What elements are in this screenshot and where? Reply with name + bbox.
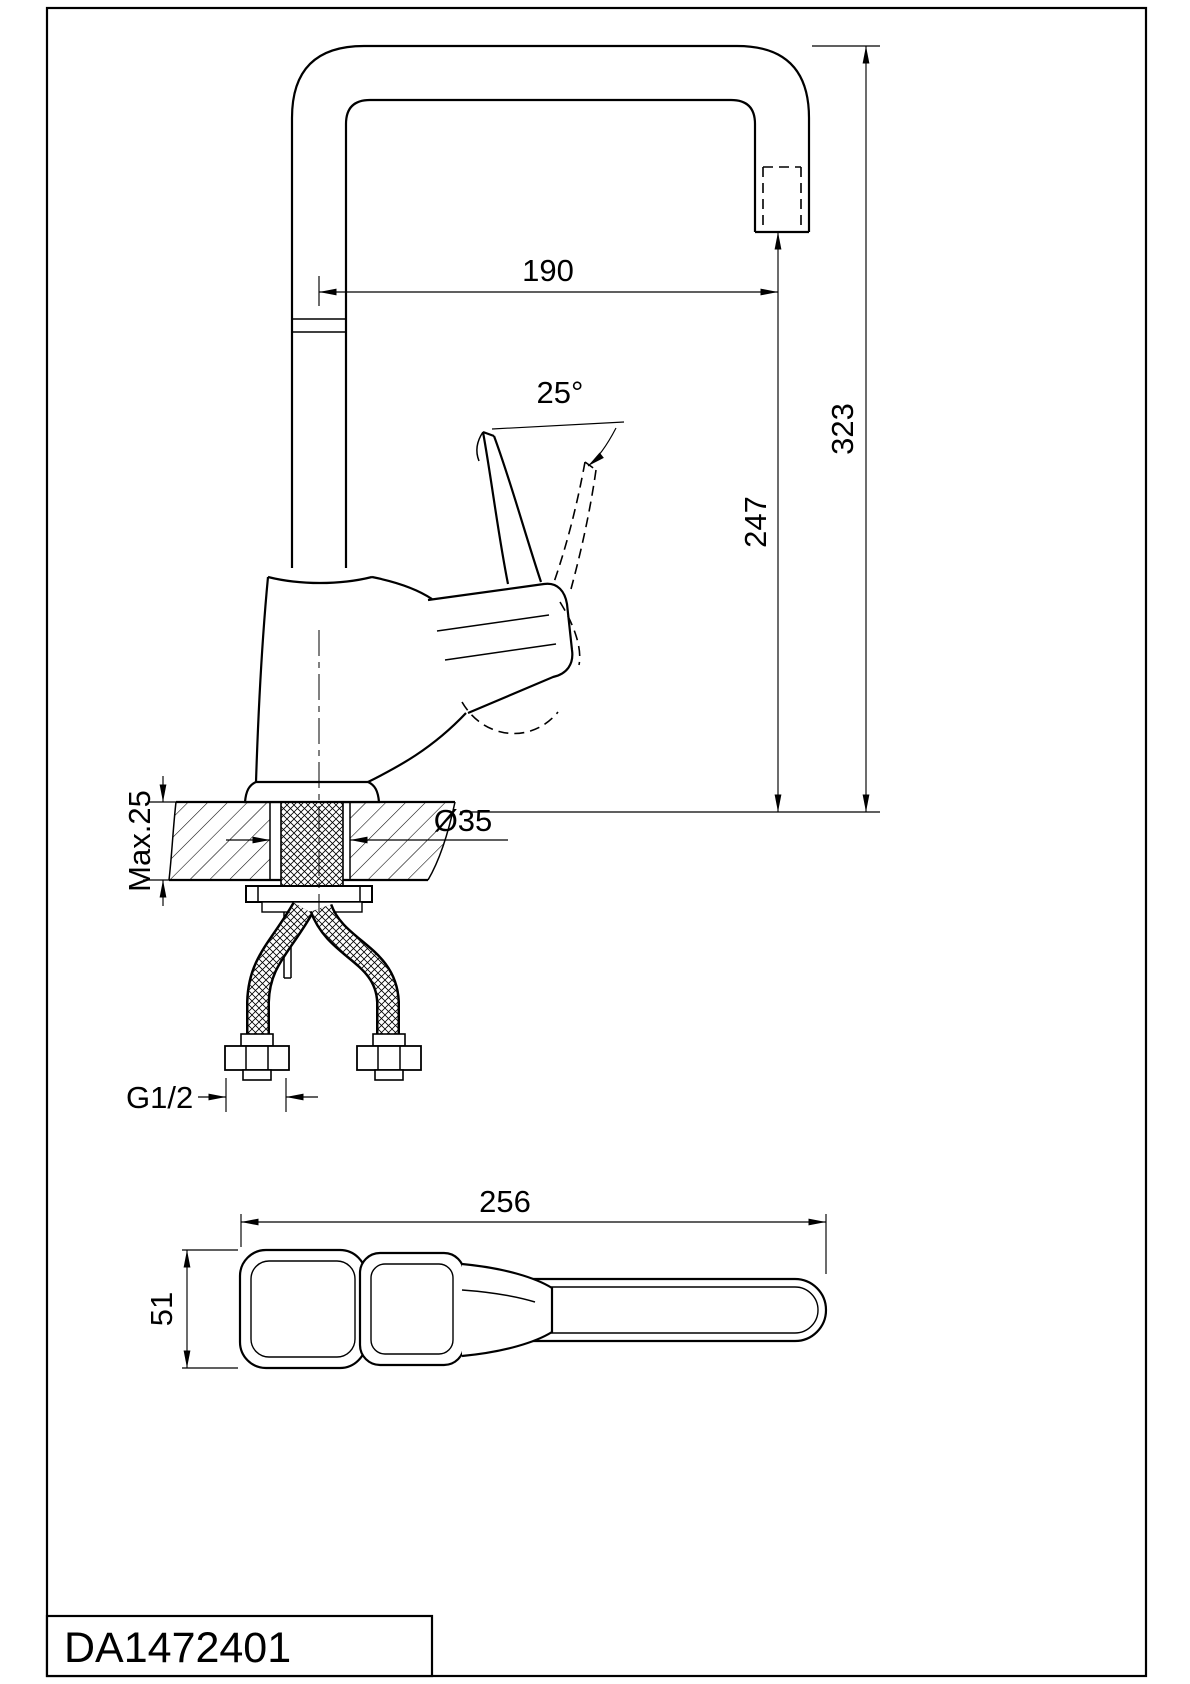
handle-lever [476, 430, 543, 585]
part-number: DA1472401 [64, 1624, 291, 1672]
plan-view: 256 51 [144, 1184, 828, 1370]
plan-base [238, 1248, 368, 1370]
dim-label-hole-diameter: Ø35 [434, 803, 493, 838]
spout [290, 44, 811, 568]
dim-label-spout-reach: 190 [522, 253, 574, 288]
mounting-washer [245, 885, 373, 913]
mounting-shank [280, 801, 344, 887]
hose-nut-left [224, 1033, 290, 1081]
handle-housing [427, 582, 581, 735]
dim-label-thread: G1/2 [126, 1080, 193, 1115]
front-view-dimensions: 190 323 247 25° Ø35 Max.25 [122, 45, 880, 1115]
plan-view-dimensions: 256 51 [144, 1184, 827, 1369]
dim-label-handle-angle: 25° [537, 375, 584, 410]
handle-lever-rotated [552, 461, 597, 590]
hose-nut-right [356, 1033, 422, 1081]
faucet-body [243, 575, 467, 804]
title-block: DA1472401 [45, 1614, 434, 1678]
front-view: 190 323 247 25° Ø35 Max.25 [122, 44, 880, 1115]
supply-hoses [246, 901, 400, 1036]
dim-label-spout-height: 247 [738, 496, 773, 548]
plan-handle [358, 1251, 554, 1367]
dim-label-width: 51 [144, 1292, 179, 1326]
dim-label-overall-height: 323 [825, 403, 860, 455]
dim-label-max-thickness: Max.25 [122, 790, 157, 892]
dim-label-length: 256 [479, 1184, 531, 1219]
